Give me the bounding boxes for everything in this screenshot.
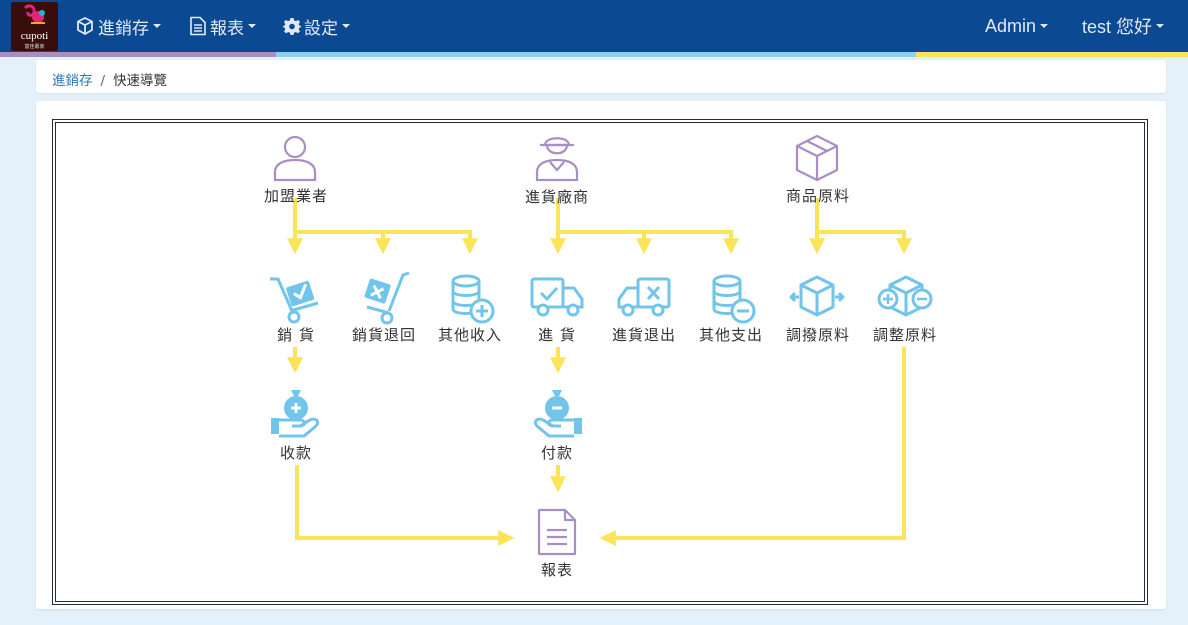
delivery-person-icon[interactable] (535, 137, 579, 182)
node-sales[interactable]: 銷 貨 (277, 326, 315, 344)
node-purchase-return[interactable]: 進貨退出 (611, 326, 677, 344)
person-icon[interactable] (273, 135, 317, 182)
breadcrumb-current: 快速導覽 (113, 73, 168, 89)
box-adjust-icon[interactable] (877, 275, 933, 317)
pay-money-icon[interactable] (533, 390, 582, 438)
truck-check-icon[interactable] (530, 277, 584, 317)
node-other-income[interactable]: 其他收入 (437, 326, 503, 344)
nav-admin-menu[interactable]: Admin (985, 14, 1049, 38)
node-transfer[interactable]: 調撥原料 (785, 326, 851, 344)
breadcrumb-card: 進銷存 / 快速導覽 (36, 60, 1166, 93)
breadcrumb-home-link[interactable]: 進銷存 (52, 73, 93, 89)
node-materials[interactable]: 商品原料 (785, 187, 851, 205)
nav-settings-label: 設定 (304, 18, 338, 39)
chevron-down-icon (1040, 24, 1049, 28)
node-payment[interactable]: 付款 (540, 444, 574, 462)
node-sales-return[interactable]: 銷貨退回 (351, 326, 417, 344)
logo-text: cupoti (20, 30, 49, 42)
node-report[interactable]: 報表 (540, 561, 574, 579)
cube-icon (77, 17, 93, 35)
node-other-expense[interactable]: 其他支出 (698, 326, 764, 344)
node-franchisee[interactable]: 加盟業者 (263, 187, 329, 205)
nav-user-label: test 您好 (1082, 17, 1153, 37)
nav-inventory-menu[interactable]: 進銷存 (75, 14, 161, 39)
box-transfer-icon[interactable] (789, 275, 845, 317)
flow-connectors (287, 198, 912, 546)
nav-user-menu[interactable]: test 您好 (1082, 14, 1165, 38)
navbar: cupoti 富佳專家 進銷存 報表 設定 Admin test 您好 (0, 0, 1188, 52)
chevron-down-icon (342, 24, 350, 28)
cart-check-icon[interactable] (270, 277, 319, 324)
breadcrumb-separator: / (100, 73, 106, 89)
document-icon (190, 16, 206, 36)
breadcrumb: 進銷存 / 快速導覽 (52, 69, 167, 89)
package-icon[interactable] (795, 134, 839, 182)
coins-plus-icon[interactable] (451, 274, 495, 324)
node-adjust[interactable]: 調整原料 (872, 326, 938, 344)
receive-money-icon[interactable] (271, 390, 320, 438)
cart-cancel-icon[interactable] (364, 271, 410, 325)
quick-guide-card: 加盟業者 進貨廠商 商品原料 銷 貨 銷貨退回 其他收入 進 貨 進貨退出 其他… (36, 101, 1166, 609)
nav-settings-menu[interactable]: 設定 (283, 14, 350, 39)
report-document-icon[interactable] (537, 508, 577, 556)
coins-minus-icon[interactable] (712, 274, 756, 324)
chevron-down-icon (248, 24, 256, 28)
nav-admin-label: Admin (985, 15, 1037, 36)
logo-mark-icon (23, 4, 45, 24)
nav-reports-label: 報表 (210, 18, 244, 39)
flow-frame (52, 119, 1148, 605)
nav-inventory-label: 進銷存 (98, 18, 149, 39)
chevron-down-icon (1156, 24, 1165, 28)
chevron-down-icon (153, 24, 161, 28)
nav-color-stripe (0, 52, 1188, 57)
node-purchase[interactable]: 進 貨 (538, 326, 576, 344)
brand-logo[interactable]: cupoti 富佳專家 (11, 2, 58, 51)
nav-reports-menu[interactable]: 報表 (189, 14, 256, 39)
node-receipt[interactable]: 收款 (279, 444, 313, 462)
truck-cancel-icon[interactable] (617, 277, 671, 317)
node-supplier[interactable]: 進貨廠商 (524, 188, 590, 206)
gear-icon (283, 18, 301, 35)
flow-diagram (270, 134, 933, 556)
logo-subtext: 富佳專家 (24, 44, 45, 50)
